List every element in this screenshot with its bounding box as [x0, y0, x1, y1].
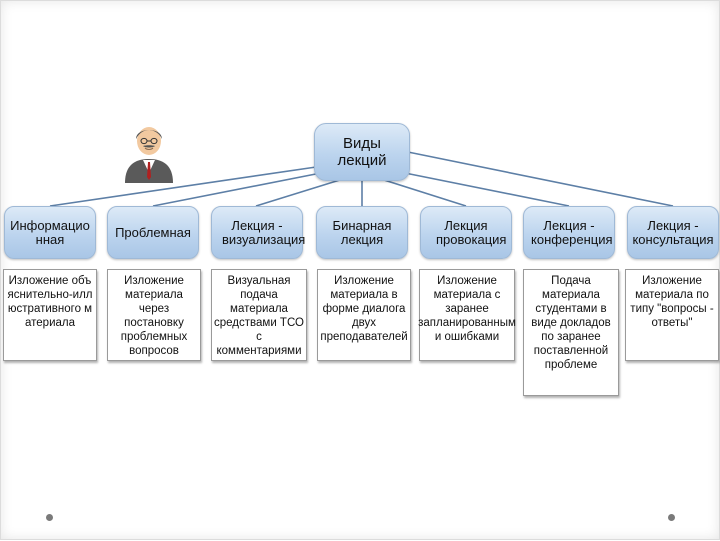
category-node-visualization: Лекция - визуализация — [211, 206, 303, 259]
description-text: Изложение материала по типу "вопросы - о… — [628, 274, 716, 330]
description-text: Изложение материала через постановку про… — [110, 274, 198, 358]
description-text: Подача материала студентами в виде докла… — [526, 274, 616, 372]
description-text: Изложение объяснительно-иллюстративного … — [6, 274, 94, 330]
description-box-visualization: Визуальная подача материала средствами Т… — [211, 269, 307, 361]
description-text: Изложение материала с заранее запланиров… — [418, 274, 516, 344]
category-label: Лекция - конференция — [531, 219, 607, 247]
root-node: Виды лекций — [314, 123, 410, 181]
category-label: Лекция - консультация — [631, 219, 715, 247]
description-box-informational: Изложение объяснительно-иллюстративного … — [3, 269, 97, 361]
description-box-consultation: Изложение материала по типу "вопросы - о… — [625, 269, 719, 361]
description-box-provocation: Изложение материала с заранее запланиров… — [419, 269, 515, 361]
category-node-problem: Проблемная — [107, 206, 199, 259]
category-label: Лекция - визуализация — [222, 219, 292, 247]
category-label: Лекция провокация — [436, 219, 496, 247]
lecturer-person-icon — [122, 121, 176, 183]
slide-corner-dot-right — [668, 514, 675, 521]
category-node-consultation: Лекция - консультация — [627, 206, 719, 259]
category-label: Бинарная лекция — [332, 219, 392, 247]
description-text: Визуальная подача материала средствами Т… — [214, 274, 304, 358]
category-node-binary: Бинарная лекция — [316, 206, 408, 259]
category-node-conference: Лекция - конференция — [523, 206, 615, 259]
category-label: Проблемная — [115, 226, 191, 240]
description-box-problem: Изложение материала через постановку про… — [107, 269, 201, 361]
description-box-binary: Изложение материала в форме диалога двух… — [317, 269, 411, 361]
description-box-conference: Подача материала студентами в виде докла… — [523, 269, 619, 396]
category-node-informational: Информационная — [4, 206, 96, 259]
root-node-label: Виды лекций — [318, 135, 406, 169]
category-label: Информационная — [10, 219, 90, 247]
category-node-provocation: Лекция провокация — [420, 206, 512, 259]
description-text: Изложение материала в форме диалога двух… — [320, 274, 408, 344]
slide-corner-dot-left — [46, 514, 53, 521]
